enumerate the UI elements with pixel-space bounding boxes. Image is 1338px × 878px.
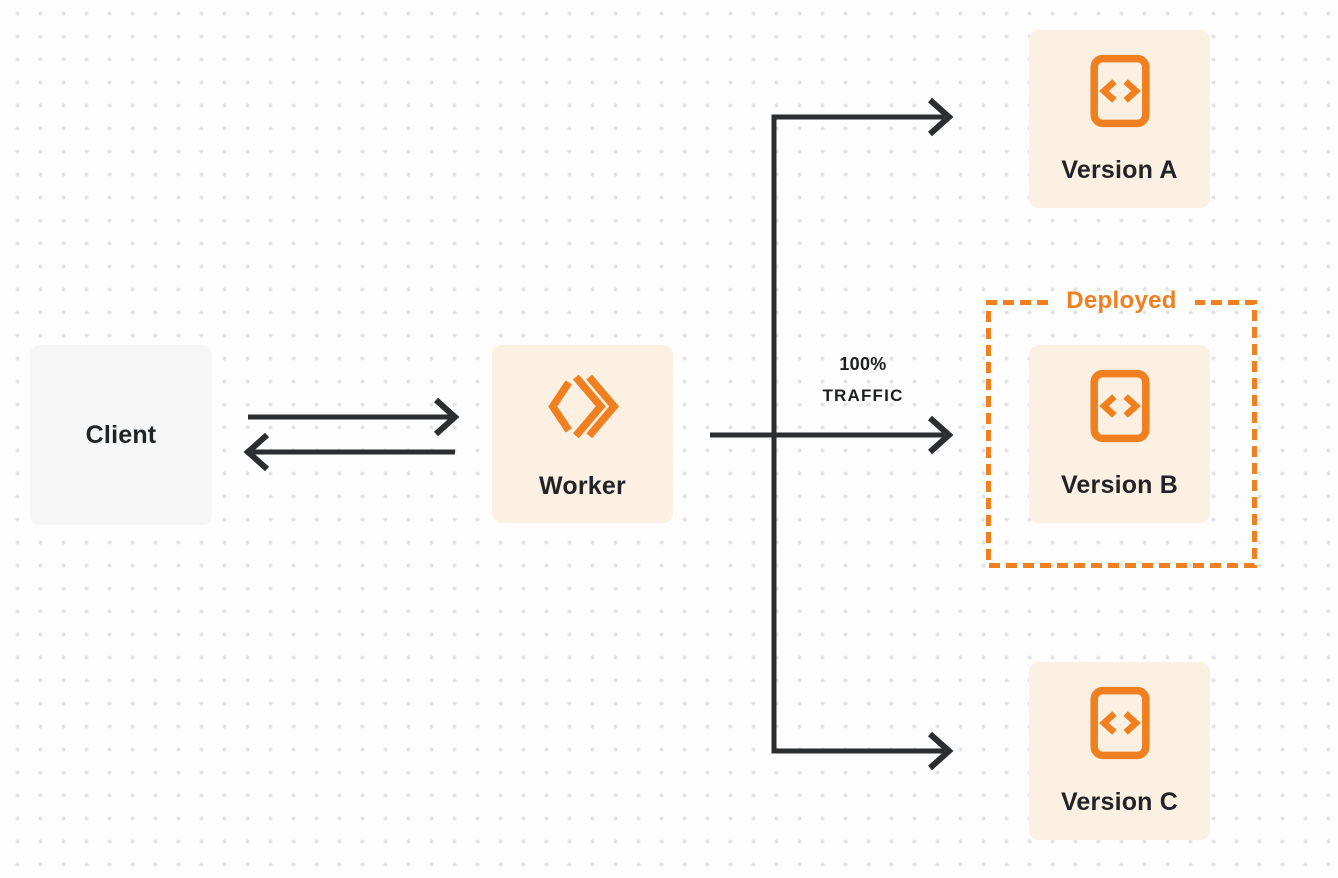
code-file-icon [1089,685,1150,761]
version-b-node-label: Version B [1060,471,1179,499]
deployed-group-box: Deployed [986,287,1257,568]
arrowhead-version-b-icon [927,415,954,455]
worker-to-version-b-arrow [710,415,954,455]
worker-node-label: Worker [539,472,626,500]
version-b-node: Version B [1029,345,1210,523]
worker-to-client-arrow [243,432,455,472]
client-node: Client [30,345,212,525]
code-file-icon [1089,53,1150,129]
code-file-icon [1089,368,1150,444]
arrowhead-version-a-icon [927,97,954,137]
arrowhead-version-c-icon [927,731,954,771]
arrowhead-right-icon [433,397,460,437]
workers-logo-icon [543,367,623,445]
client-to-worker-arrow [248,397,460,437]
traffic-word-label: TRAFFIC [822,386,904,405]
arrowhead-left-icon [243,432,270,472]
version-c-node-label: Version C [1060,788,1179,816]
traffic-annotation: 100% TRAFFIC [775,349,951,412]
worker-node: Worker [492,345,673,523]
version-a-node-label: Version A [1061,156,1178,184]
worker-branch-trunk [771,97,954,771]
version-c-node: Version C [1029,662,1210,840]
version-a-node: Version A [1029,30,1210,208]
traffic-percentage-label: 100% [839,354,887,374]
deployed-label: Deployed [1066,287,1177,314]
client-node-label: Client [85,420,157,449]
